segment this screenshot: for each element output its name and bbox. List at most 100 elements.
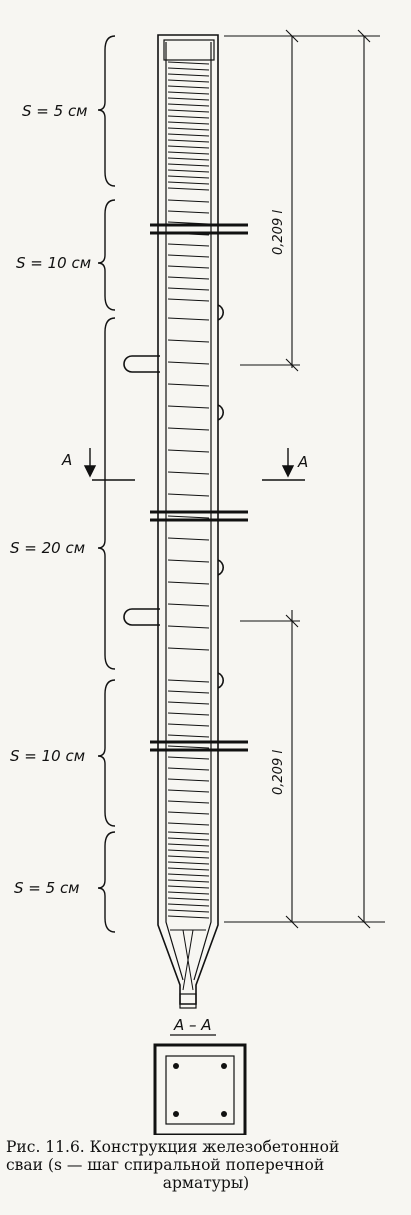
spiral-turn (167, 843, 210, 847)
spiral-turn (167, 243, 210, 247)
spiral-turn (167, 67, 210, 71)
top-cap (163, 39, 215, 61)
lifting-loops (123, 304, 224, 689)
spiral-turn (167, 298, 210, 302)
spacing-braces (97, 35, 116, 933)
section-mark-left: A (61, 451, 72, 469)
spiral-turn (167, 73, 210, 77)
spiral-turn (167, 897, 210, 901)
spiral-turn (167, 127, 210, 131)
section-cut (83, 448, 305, 481)
spiral-turn (167, 383, 210, 387)
spiral-turn (167, 97, 210, 101)
spiral-turn (167, 701, 210, 705)
section-mark-right: A (297, 453, 308, 471)
spiral-turn (167, 767, 210, 771)
spiral-turn (167, 317, 210, 321)
spiral-turn (167, 265, 210, 269)
spiral-turn (167, 493, 210, 497)
spiral-turn (167, 449, 210, 453)
spiral-turn (167, 690, 210, 694)
spiral-turn (167, 756, 210, 760)
spiral-turn (167, 723, 210, 727)
spiral-turn (167, 679, 210, 683)
spiral-turn (167, 879, 210, 883)
spiral-turn (167, 103, 210, 107)
spiral-turn (167, 822, 210, 826)
spiral-turn (167, 61, 210, 65)
rebar-dot (173, 1063, 179, 1069)
spiral-turn (167, 145, 210, 149)
spiral-turn (167, 79, 210, 83)
section-title: А – А (173, 1016, 212, 1034)
spiral-turn (167, 175, 210, 179)
spacing-label-5: S = 5 см (14, 879, 80, 897)
spiral-turn (167, 603, 210, 607)
spiral-turn (167, 891, 210, 895)
spiral-turn (167, 837, 210, 841)
rebar-dot (221, 1111, 227, 1117)
spiral-turn (167, 734, 210, 738)
spiral-turn (167, 181, 210, 185)
spiral-reinforcement (167, 61, 210, 919)
spiral-turn (167, 873, 210, 877)
spiral-turn (167, 427, 210, 431)
spiral-turn (167, 287, 210, 291)
spiral-turn (167, 133, 210, 137)
spiral-turn (167, 187, 210, 191)
spiral-turn (167, 867, 210, 871)
spiral-turn (167, 139, 210, 143)
spiral-turn (167, 800, 210, 804)
spiral-turn (167, 169, 210, 173)
spiral-turn (167, 109, 210, 113)
spiral-turn (167, 647, 210, 651)
spiral-turn (167, 789, 210, 793)
spiral-turn (167, 909, 210, 913)
reinforcement-bars (165, 42, 212, 981)
caption-line-2: сваи (s — шаг спиральной поперечной (6, 1156, 325, 1174)
spiral-turn (167, 745, 210, 749)
spiral-turn (167, 151, 210, 155)
spiral-turn (167, 915, 210, 919)
spacing-label-4: S = 10 см (10, 747, 85, 765)
spiral-turn (167, 163, 210, 167)
spiral-turn (167, 121, 210, 125)
spiral-turn (167, 361, 210, 365)
spiral-turn (167, 515, 210, 519)
figure-caption: Рис. 11.6. Конструкция железобетонной св… (6, 1138, 406, 1192)
spacing-label-2: S = 10 см (16, 254, 91, 272)
spiral-turn (167, 581, 210, 585)
spiral-turn (167, 559, 210, 563)
spacer-bars (150, 223, 248, 752)
spiral-turn (167, 210, 210, 214)
spacing-label-3: S = 20 см (10, 539, 85, 557)
pile-shoe (179, 993, 197, 1009)
spiral-turn (167, 778, 210, 782)
spacing-label-1: S = 5 см (22, 102, 88, 120)
spiral-turn (167, 861, 210, 865)
rebar-dot (173, 1111, 179, 1117)
spiral-turn (167, 115, 210, 119)
spiral-turn (167, 885, 210, 889)
spiral-turn (167, 91, 210, 95)
spiral-turn (167, 625, 210, 629)
spiral-turn (167, 855, 210, 859)
caption-line-1: Рис. 11.6. Конструкция железобетонной (6, 1138, 340, 1156)
spiral-turn (167, 471, 210, 475)
spiral-turn (167, 849, 210, 853)
spiral-turn (167, 537, 210, 541)
spiral-turn (167, 712, 210, 716)
caption-line-3: арматуры) (162, 1174, 250, 1192)
spiral-turn (167, 339, 210, 343)
dimension-lines (224, 29, 385, 929)
spiral-turn (167, 85, 210, 89)
dimension-label-upper: 0,209 l (271, 210, 286, 255)
spiral-turn (167, 199, 210, 203)
spiral-turn (167, 276, 210, 280)
rebar-dot (221, 1063, 227, 1069)
cross-section-a-a (153, 1043, 247, 1135)
spiral-turn (167, 254, 210, 258)
spiral-turn (167, 831, 210, 835)
spiral-turn (167, 811, 210, 815)
dimension-label-lower: 0,209 l (271, 750, 286, 795)
